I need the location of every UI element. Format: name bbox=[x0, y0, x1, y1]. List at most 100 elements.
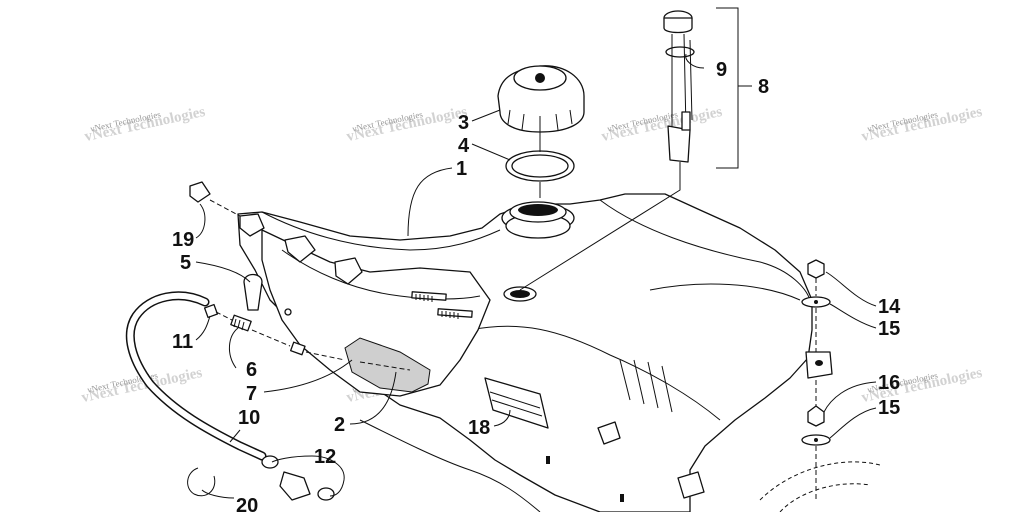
tank-bracket-1 bbox=[284, 235, 316, 263]
callout-15-lower: 15 bbox=[878, 397, 900, 419]
tank-stud-2 bbox=[620, 494, 624, 502]
callout-4: 4 bbox=[458, 135, 470, 157]
lower-washer-hole bbox=[814, 438, 818, 442]
leader-11 bbox=[195, 315, 211, 341]
tank-front-mount bbox=[597, 421, 621, 445]
clip-19 bbox=[189, 181, 241, 217]
fuel-cap-emblem bbox=[535, 73, 545, 83]
callout-14: 14 bbox=[878, 296, 901, 318]
tank-rivet bbox=[284, 308, 292, 316]
leader-15a bbox=[829, 303, 877, 329]
clamp-band bbox=[243, 273, 263, 311]
callout-11: 11 bbox=[172, 331, 193, 353]
spring-clamp-ring bbox=[187, 467, 216, 497]
fitting-axis-line bbox=[215, 311, 411, 371]
decal-lines bbox=[489, 391, 543, 417]
tank-front-mount-2 bbox=[677, 471, 705, 499]
callout-20: 20 bbox=[236, 495, 258, 512]
fuel-tank bbox=[237, 193, 881, 512]
leader-5 bbox=[195, 261, 251, 283]
callout-8: 8 bbox=[758, 76, 769, 98]
leader-15b bbox=[829, 407, 877, 439]
leader-14 bbox=[825, 271, 877, 307]
tank-top-ridge bbox=[261, 211, 501, 251]
tank-bracket-2 bbox=[334, 257, 363, 285]
leader-2 bbox=[349, 371, 397, 425]
leader-lines bbox=[195, 7, 877, 499]
callout-18: 18 bbox=[468, 417, 490, 439]
tank-pad bbox=[759, 461, 881, 501]
bracket-8 bbox=[716, 7, 739, 169]
callout-6: 6 bbox=[246, 359, 257, 381]
heat-shield-plate bbox=[344, 337, 431, 393]
gauge-float bbox=[667, 125, 691, 163]
leader-6 bbox=[229, 327, 239, 369]
sender-port-hole bbox=[510, 290, 530, 298]
callout-7: 7 bbox=[246, 383, 257, 405]
callout-19: 19 bbox=[172, 229, 194, 251]
leader-4 bbox=[471, 143, 511, 161]
leader-9 bbox=[685, 53, 705, 69]
upper-nut bbox=[807, 259, 825, 279]
tank-lower-contour bbox=[359, 419, 541, 512]
inline-filter-assembly bbox=[261, 455, 335, 501]
gauge-axis-line bbox=[519, 162, 681, 291]
inline-filter bbox=[279, 471, 311, 501]
fuel-fittings bbox=[203, 303, 411, 371]
tank-belly-contour bbox=[469, 325, 721, 421]
filler-neck-opening bbox=[518, 204, 558, 216]
tank-left-panel bbox=[261, 229, 491, 397]
tank-side-contour-2 bbox=[649, 283, 801, 301]
fuel-hose bbox=[125, 291, 267, 461]
clip-axis-line bbox=[209, 199, 241, 217]
mount-hardware-lower bbox=[801, 380, 831, 500]
fitting-11 bbox=[203, 303, 219, 319]
callout-3: 3 bbox=[458, 112, 469, 134]
valve-7 bbox=[290, 341, 306, 356]
clamp-5 bbox=[243, 273, 263, 311]
tank-stud-1 bbox=[546, 456, 550, 464]
gauge-arm bbox=[681, 111, 691, 131]
fuel-cap-gasket bbox=[505, 150, 575, 182]
callout-5: 5 bbox=[180, 252, 191, 274]
mount-tab-hole bbox=[815, 360, 823, 366]
gauge-seal bbox=[665, 46, 695, 58]
leader-1 bbox=[407, 167, 453, 237]
gauge-cap-body bbox=[663, 17, 693, 34]
leader-16 bbox=[823, 381, 877, 413]
fitting-6 bbox=[230, 314, 252, 332]
leader-7 bbox=[263, 359, 353, 393]
callout-10: 10 bbox=[238, 407, 260, 429]
fuel-cap bbox=[497, 65, 585, 133]
lower-nut bbox=[807, 405, 825, 427]
fuel-hose-inner bbox=[127, 292, 265, 459]
fuel-cap-grip-ribs bbox=[507, 109, 573, 132]
leader-18 bbox=[493, 409, 511, 427]
clip-body bbox=[189, 181, 211, 203]
spring-clamp-20 bbox=[187, 467, 216, 497]
callout-9: 9 bbox=[716, 59, 727, 81]
callout-12: 12 bbox=[314, 446, 336, 468]
fitting-6-threads bbox=[233, 318, 245, 331]
mount-hardware-upper bbox=[801, 259, 831, 352]
callout-2: 2 bbox=[334, 414, 345, 436]
hose-clamp-12b bbox=[317, 487, 335, 501]
leader-19 bbox=[195, 203, 206, 239]
decal-label bbox=[484, 377, 549, 429]
callout-1: 1 bbox=[456, 158, 467, 180]
tank-bracket-3 bbox=[239, 213, 265, 237]
leader-20 bbox=[201, 489, 235, 499]
tank-ribs bbox=[619, 359, 673, 413]
watermark-4: vNext Technologies vNext Technologies bbox=[860, 104, 984, 145]
tank-side-contour bbox=[599, 199, 811, 301]
fuel-gauge-sender bbox=[663, 10, 695, 163]
callout-15-upper: 15 bbox=[878, 318, 900, 340]
leader-10 bbox=[229, 429, 241, 443]
leader-3 bbox=[471, 109, 501, 122]
watermark-2: vNext Technologies vNext Technologies bbox=[345, 104, 469, 145]
heat-shield bbox=[344, 291, 473, 393]
upper-washer-hole bbox=[814, 300, 818, 304]
tank-pad-2 bbox=[779, 483, 871, 512]
stud-threads bbox=[415, 294, 459, 319]
